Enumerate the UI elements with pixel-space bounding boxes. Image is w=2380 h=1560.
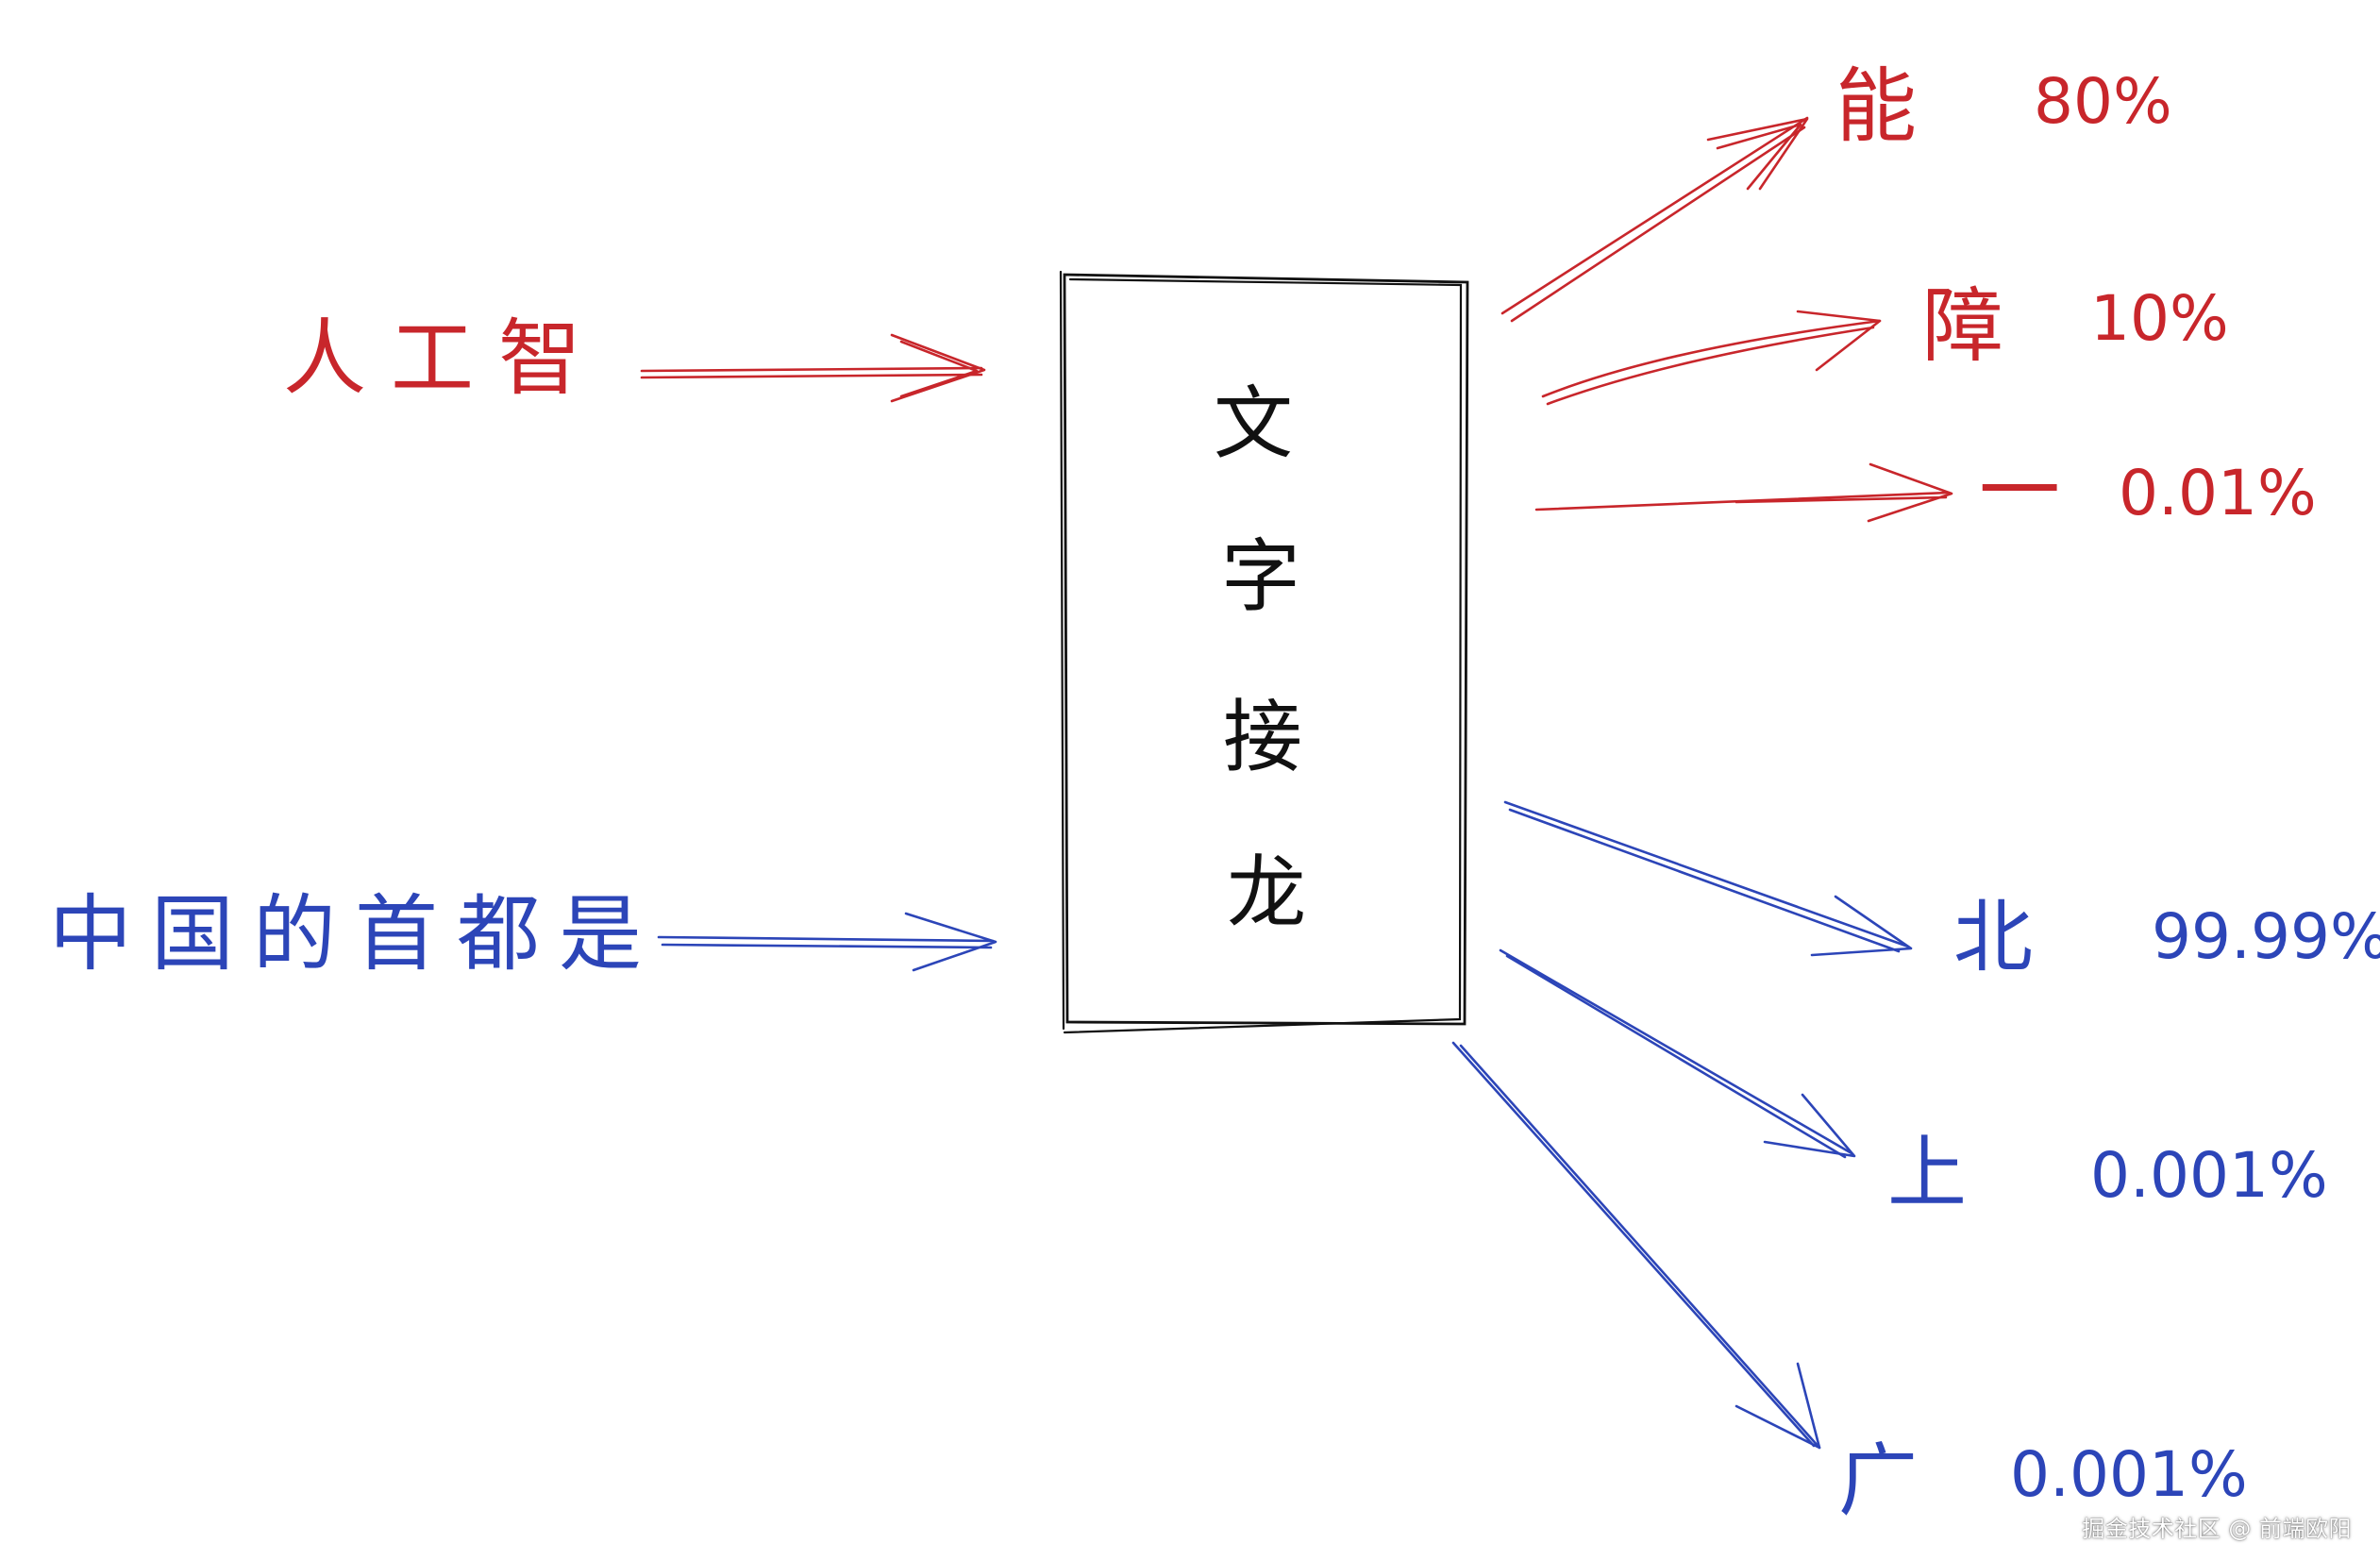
output-arrow-blue-1 <box>1503 800 1913 957</box>
output-arrow-red-3 <box>1534 462 1953 523</box>
output-char-red-2: 障 <box>1922 279 2003 374</box>
box-char-2: 字 <box>1221 530 1300 623</box>
output-arrow-blue-2 <box>1499 948 1856 1159</box>
output-prob-red-2: 10% <box>2090 282 2229 355</box>
output-arrow-red-2 <box>1541 310 1882 406</box>
output-prob-blue-3: 0.001% <box>2010 1438 2248 1511</box>
input-text-red: 人工智 <box>283 310 606 407</box>
output-char-red-1: 能 <box>1835 59 1917 154</box>
box-char-3: 接 <box>1223 691 1302 783</box>
output-prob-red-3: 0.01% <box>2119 457 2317 529</box>
output-prob-red-1: 80% <box>2034 65 2172 138</box>
input-arrow-red <box>640 333 986 403</box>
output-char-blue-1: 北 <box>1953 891 2033 983</box>
output-char-blue-2: 上 <box>1887 1127 1967 1219</box>
box-char-4: 龙 <box>1227 847 1306 939</box>
input-text-blue: 中国的首都是 <box>49 885 661 982</box>
output-prob-blue-2: 0.001% <box>2090 1139 2328 1212</box>
output-arrow-blue-3 <box>1451 1041 1821 1450</box>
box-char-1: 文 <box>1214 377 1293 470</box>
input-arrow-blue <box>657 912 997 972</box>
model-box <box>1059 270 1469 1034</box>
output-arrow-red-1 <box>1500 116 1809 323</box>
output-prob-blue-1: 99.99% <box>2152 900 2380 973</box>
output-char-red-3: 一 <box>1979 445 2060 539</box>
output-char-blue-3: 广 <box>1838 1434 1918 1527</box>
watermark: 掘金技术社区 @ 前端欧阳 <box>2082 1516 2352 1542</box>
